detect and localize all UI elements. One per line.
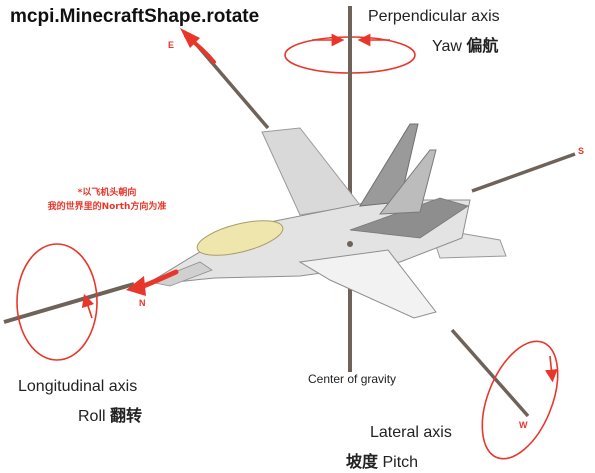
south-direction-label: S: [578, 146, 585, 156]
aircraft-icon: [148, 123, 507, 319]
center-of-gravity-marker: [347, 241, 353, 247]
center-of-gravity-label: Center of gravity: [308, 372, 397, 386]
north-arrowhead-icon: [126, 276, 146, 296]
yaw-english-label: Yaw: [432, 38, 462, 55]
pitch-chinese-label: 坡度: [346, 452, 379, 471]
orientation-note: *以飞机头朝向 我的世界里的North方向为准: [18, 186, 196, 214]
perpendicular-axis-label: Perpendicular axis: [368, 8, 500, 25]
yaw-chinese-label: 偏航: [466, 36, 499, 55]
roll-chinese-label: 翻转: [110, 406, 143, 425]
roll-rotation-ellipse: [16, 243, 98, 361]
roll-label: Roll 翻转: [78, 402, 142, 426]
lateral-axis-label: Lateral axis: [370, 424, 452, 441]
diagram-title: mcpi.MinecraftShape.rotate: [10, 6, 260, 27]
longitudinal-axis-label: Longitudinal axis: [18, 378, 138, 395]
roll-english-label: Roll: [78, 408, 106, 425]
orientation-note-line-2: 我的世界里的North方向为准: [47, 202, 167, 212]
west-axis-line: [450, 328, 530, 418]
pitch-rotation-ellipse: [481, 340, 559, 460]
longitudinal-axis-line: [3, 282, 135, 324]
pitch-label: 坡度 Pitch: [346, 448, 418, 472]
south-axis-line: [471, 152, 576, 193]
pitch-english-label: Pitch: [382, 454, 419, 471]
north-direction-label: N: [139, 298, 146, 308]
east-arrowhead-icon: [180, 28, 200, 48]
yaw-label: Yaw 偏航: [432, 32, 498, 56]
pitch-arrow-icon: [544, 355, 558, 383]
orientation-note-line-1: *以飞机头朝向: [77, 188, 137, 198]
west-direction-label: W: [519, 420, 528, 430]
roll-arrow-icon: [81, 293, 95, 319]
east-direction-label: E: [168, 40, 175, 50]
